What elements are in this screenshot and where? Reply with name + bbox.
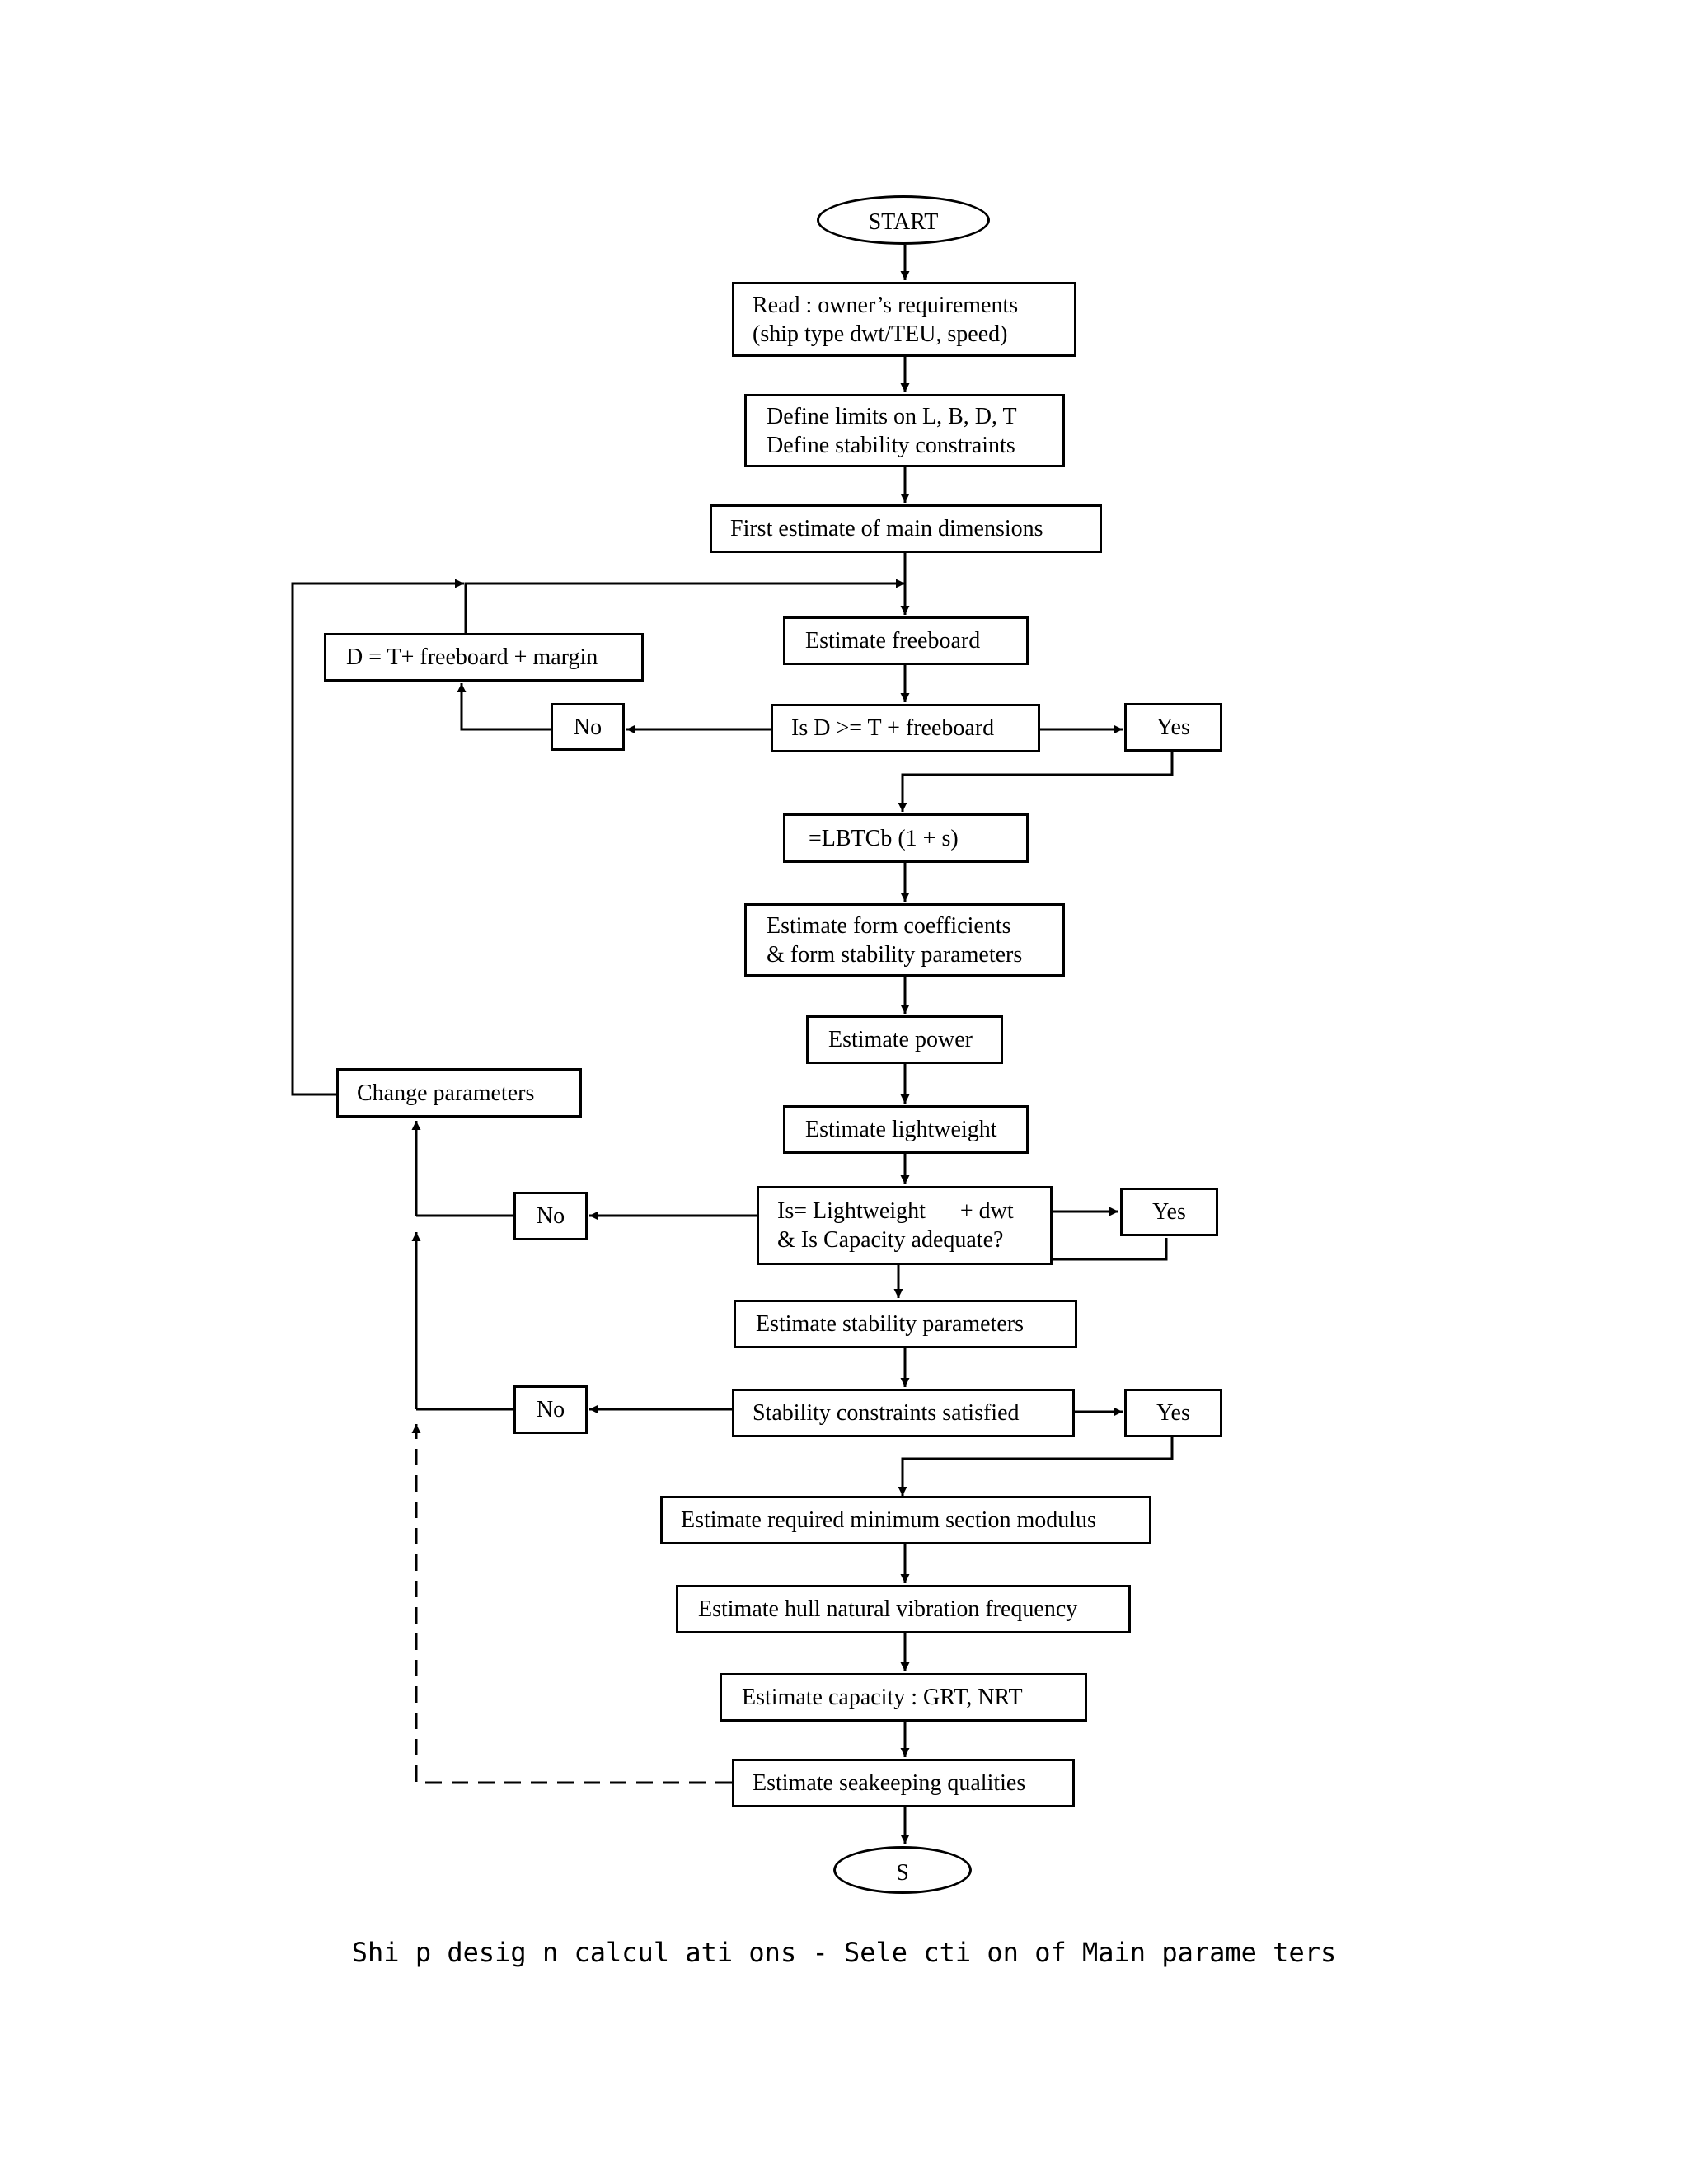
arrow-seakeeping-dashed xyxy=(411,1424,732,1784)
stability-check-box: Stability constraints satisfied xyxy=(732,1389,1075,1437)
yes-label-2: Yes xyxy=(1152,1199,1186,1225)
change-parameters-box: Change parameters xyxy=(336,1068,582,1118)
yes-box-2: Yes xyxy=(1120,1188,1218,1236)
form-line-2: & form stability parameters xyxy=(767,941,1023,968)
no-label-2: No xyxy=(536,1203,565,1229)
read-line-1: Read : owner’s requirements xyxy=(753,292,1019,318)
limits-line-1: Define limits on L, B, D, T xyxy=(767,403,1017,429)
freeboard-label: Estimate freeboard xyxy=(805,628,981,654)
no-label-3: No xyxy=(536,1397,565,1422)
define-limits-box: Define limits on L, B, D, T Define stabi… xyxy=(744,394,1065,467)
yes-box-3: Yes xyxy=(1124,1389,1222,1437)
section-modulus-label: Estimate required minimum section modulu… xyxy=(681,1507,1096,1533)
arrow-change-loop xyxy=(291,579,464,1096)
section-modulus-box: Estimate required minimum section modulu… xyxy=(660,1496,1151,1544)
depth-formula-label: D = T+ freeboard + margin xyxy=(346,644,598,670)
read-line-2: (ship type dwt/TEU, speed) xyxy=(753,321,1008,347)
first-estimate-label: First estimate of main dimensions xyxy=(730,516,1043,541)
capacity-label: Estimate capacity : GRT, NRT xyxy=(742,1685,1023,1710)
start-label: START xyxy=(868,209,939,235)
power-label: Estimate power xyxy=(828,1027,973,1052)
check-lw-line-1: Is= Lightweight + dwt xyxy=(777,1198,1014,1224)
arrow-no1-dformula xyxy=(457,683,551,731)
first-estimate-box: First estimate of main dimensions xyxy=(710,504,1102,553)
no-label-1: No xyxy=(573,714,603,740)
check-depth-label: Is D >= T + freeboard xyxy=(791,715,995,741)
estimate-freeboard-box: Estimate freeboard xyxy=(783,616,1029,665)
yes-label-3: Yes xyxy=(1156,1400,1190,1426)
stop-label: S xyxy=(896,1860,909,1886)
estimate-lightweight-box: Estimate lightweight xyxy=(783,1105,1029,1154)
estimate-power-box: Estimate power xyxy=(806,1015,1003,1064)
vibration-box: Estimate hull natural vibration frequenc… xyxy=(676,1585,1131,1633)
estimate-stability-box: Estimate stability parameters xyxy=(734,1300,1077,1348)
check-lw-line-2: & Is Capacity adequate? xyxy=(777,1227,1004,1253)
start-terminal: START xyxy=(817,195,990,245)
check-lightweight-box: Is= Lightweight + dwt & Is Capacity adeq… xyxy=(757,1186,1053,1265)
check-depth-box: Is D >= T + freeboard xyxy=(771,704,1040,752)
lightweight-label: Estimate lightweight xyxy=(805,1117,997,1142)
line-yes2-return xyxy=(1053,1238,1168,1261)
form-line-1: Estimate form coefficients xyxy=(767,912,1011,939)
stop-terminal: S xyxy=(833,1846,972,1894)
stability-check-label: Stability constraints satisfied xyxy=(753,1400,1020,1426)
arrow-dformula-loop xyxy=(464,579,905,633)
no-box-1: No xyxy=(551,703,625,751)
capacity-box: Estimate capacity : GRT, NRT xyxy=(720,1673,1087,1722)
seakeeping-label: Estimate seakeeping qualities xyxy=(753,1770,1026,1796)
stability-params-label: Estimate stability parameters xyxy=(756,1311,1025,1337)
no-box-2: No xyxy=(513,1192,588,1240)
vibration-label: Estimate hull natural vibration frequenc… xyxy=(698,1596,1078,1622)
seakeeping-box: Estimate seakeeping qualities xyxy=(732,1759,1075,1807)
yes-box-1: Yes xyxy=(1124,703,1222,752)
figure-caption: Shi p desig n calcul ati ons - Sele cti … xyxy=(351,1937,1337,1968)
read-requirements-box: Read : owner’s requirements (ship type d… xyxy=(732,282,1076,357)
limits-line-2: Define stability constraints xyxy=(767,432,1015,458)
displacement-formula-label: =LBTCb (1 + s) xyxy=(809,825,959,851)
form-coefficients-box: Estimate form coefficients & form stabil… xyxy=(744,903,1065,977)
depth-formula-box: D = T+ freeboard + margin xyxy=(324,633,644,682)
no-box-3: No xyxy=(513,1385,588,1434)
displacement-formula-box: =LBTCb (1 + s) xyxy=(783,813,1029,863)
arrow-yes3-section xyxy=(898,1436,1174,1496)
change-parameters-label: Change parameters xyxy=(357,1080,535,1106)
yes-label-1: Yes xyxy=(1156,715,1190,740)
arrow-yes1-lbtcb xyxy=(898,752,1174,812)
